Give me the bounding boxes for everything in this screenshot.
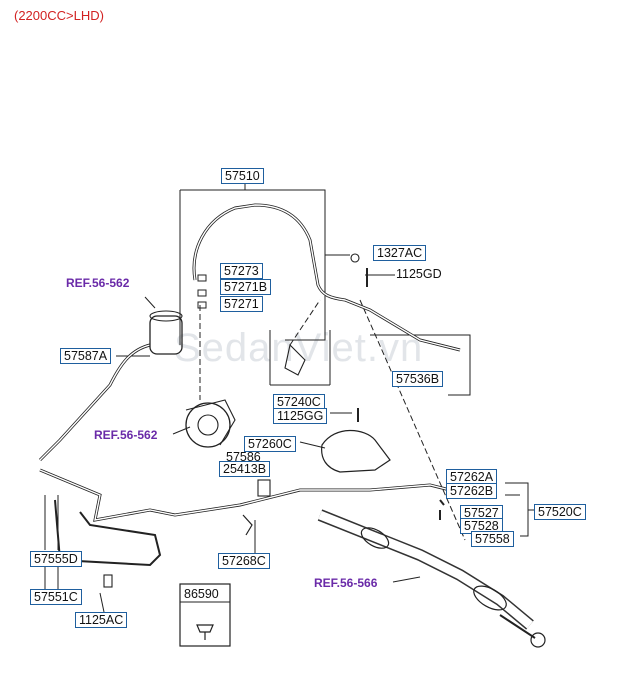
leader-1125AC xyxy=(99,592,105,613)
bracket-57260C xyxy=(321,429,391,473)
label-1125AC[interactable]: 1125AC xyxy=(75,612,128,628)
label-57271B[interactable]: 57271B xyxy=(220,279,272,295)
label-57271[interactable]: 57271 xyxy=(220,296,263,312)
pump-body xyxy=(185,402,231,448)
label-57551C[interactable]: 57551C xyxy=(30,589,82,605)
header-title: (2200CC>LHD) xyxy=(14,8,104,23)
label-57527[interactable]: 57527 xyxy=(460,505,503,521)
bolt-1327AC xyxy=(350,253,360,263)
clip-86590 xyxy=(196,624,214,633)
leader-ref-a xyxy=(144,296,156,309)
ref-56-562-reservoir[interactable]: REF.56-562 xyxy=(66,276,130,290)
leader-ref-b xyxy=(172,426,191,435)
label-57520C[interactable]: 57520C xyxy=(534,504,586,520)
label-57536B[interactable]: 57536B xyxy=(392,371,444,387)
frame-86590 xyxy=(179,583,231,647)
label-57587A[interactable]: 57587A xyxy=(60,348,112,364)
label-57528[interactable]: 57528 xyxy=(460,518,503,534)
centerline-rack xyxy=(359,299,466,541)
label-57273[interactable]: 57273 xyxy=(220,263,263,279)
label-57558[interactable]: 57558 xyxy=(471,531,514,547)
leader-ref-c xyxy=(392,576,421,583)
frame-57536B xyxy=(370,334,471,396)
label-25413B[interactable]: 25413B xyxy=(219,461,271,477)
label-57268C[interactable]: 57268C xyxy=(218,553,270,569)
leader-57260C xyxy=(299,441,326,449)
reservoir xyxy=(149,315,183,355)
label-57262B[interactable]: 57262B xyxy=(446,483,498,499)
label-1125GG[interactable]: 1125GG xyxy=(273,408,328,424)
label-86590[interactable]: 86590 xyxy=(184,587,219,601)
label-57555D[interactable]: 57555D xyxy=(30,551,82,567)
label-57586[interactable]: 57586 xyxy=(226,450,261,464)
label-57260C[interactable]: 57260C xyxy=(244,436,296,452)
fitting-25413B xyxy=(257,479,271,497)
frame-57262 xyxy=(505,482,529,537)
label-57510[interactable]: 57510 xyxy=(221,168,264,184)
label-1327AC[interactable]: 1327AC xyxy=(373,245,427,261)
ref-56-562-pump[interactable]: REF.56-562 xyxy=(94,428,158,442)
label-1125GD[interactable]: 1125GD xyxy=(396,267,442,281)
ref-56-566[interactable]: REF.56-566 xyxy=(314,576,378,590)
label-57240C[interactable]: 57240C xyxy=(273,394,325,410)
hose-return xyxy=(39,468,451,522)
leader-57510-frame xyxy=(180,189,326,341)
